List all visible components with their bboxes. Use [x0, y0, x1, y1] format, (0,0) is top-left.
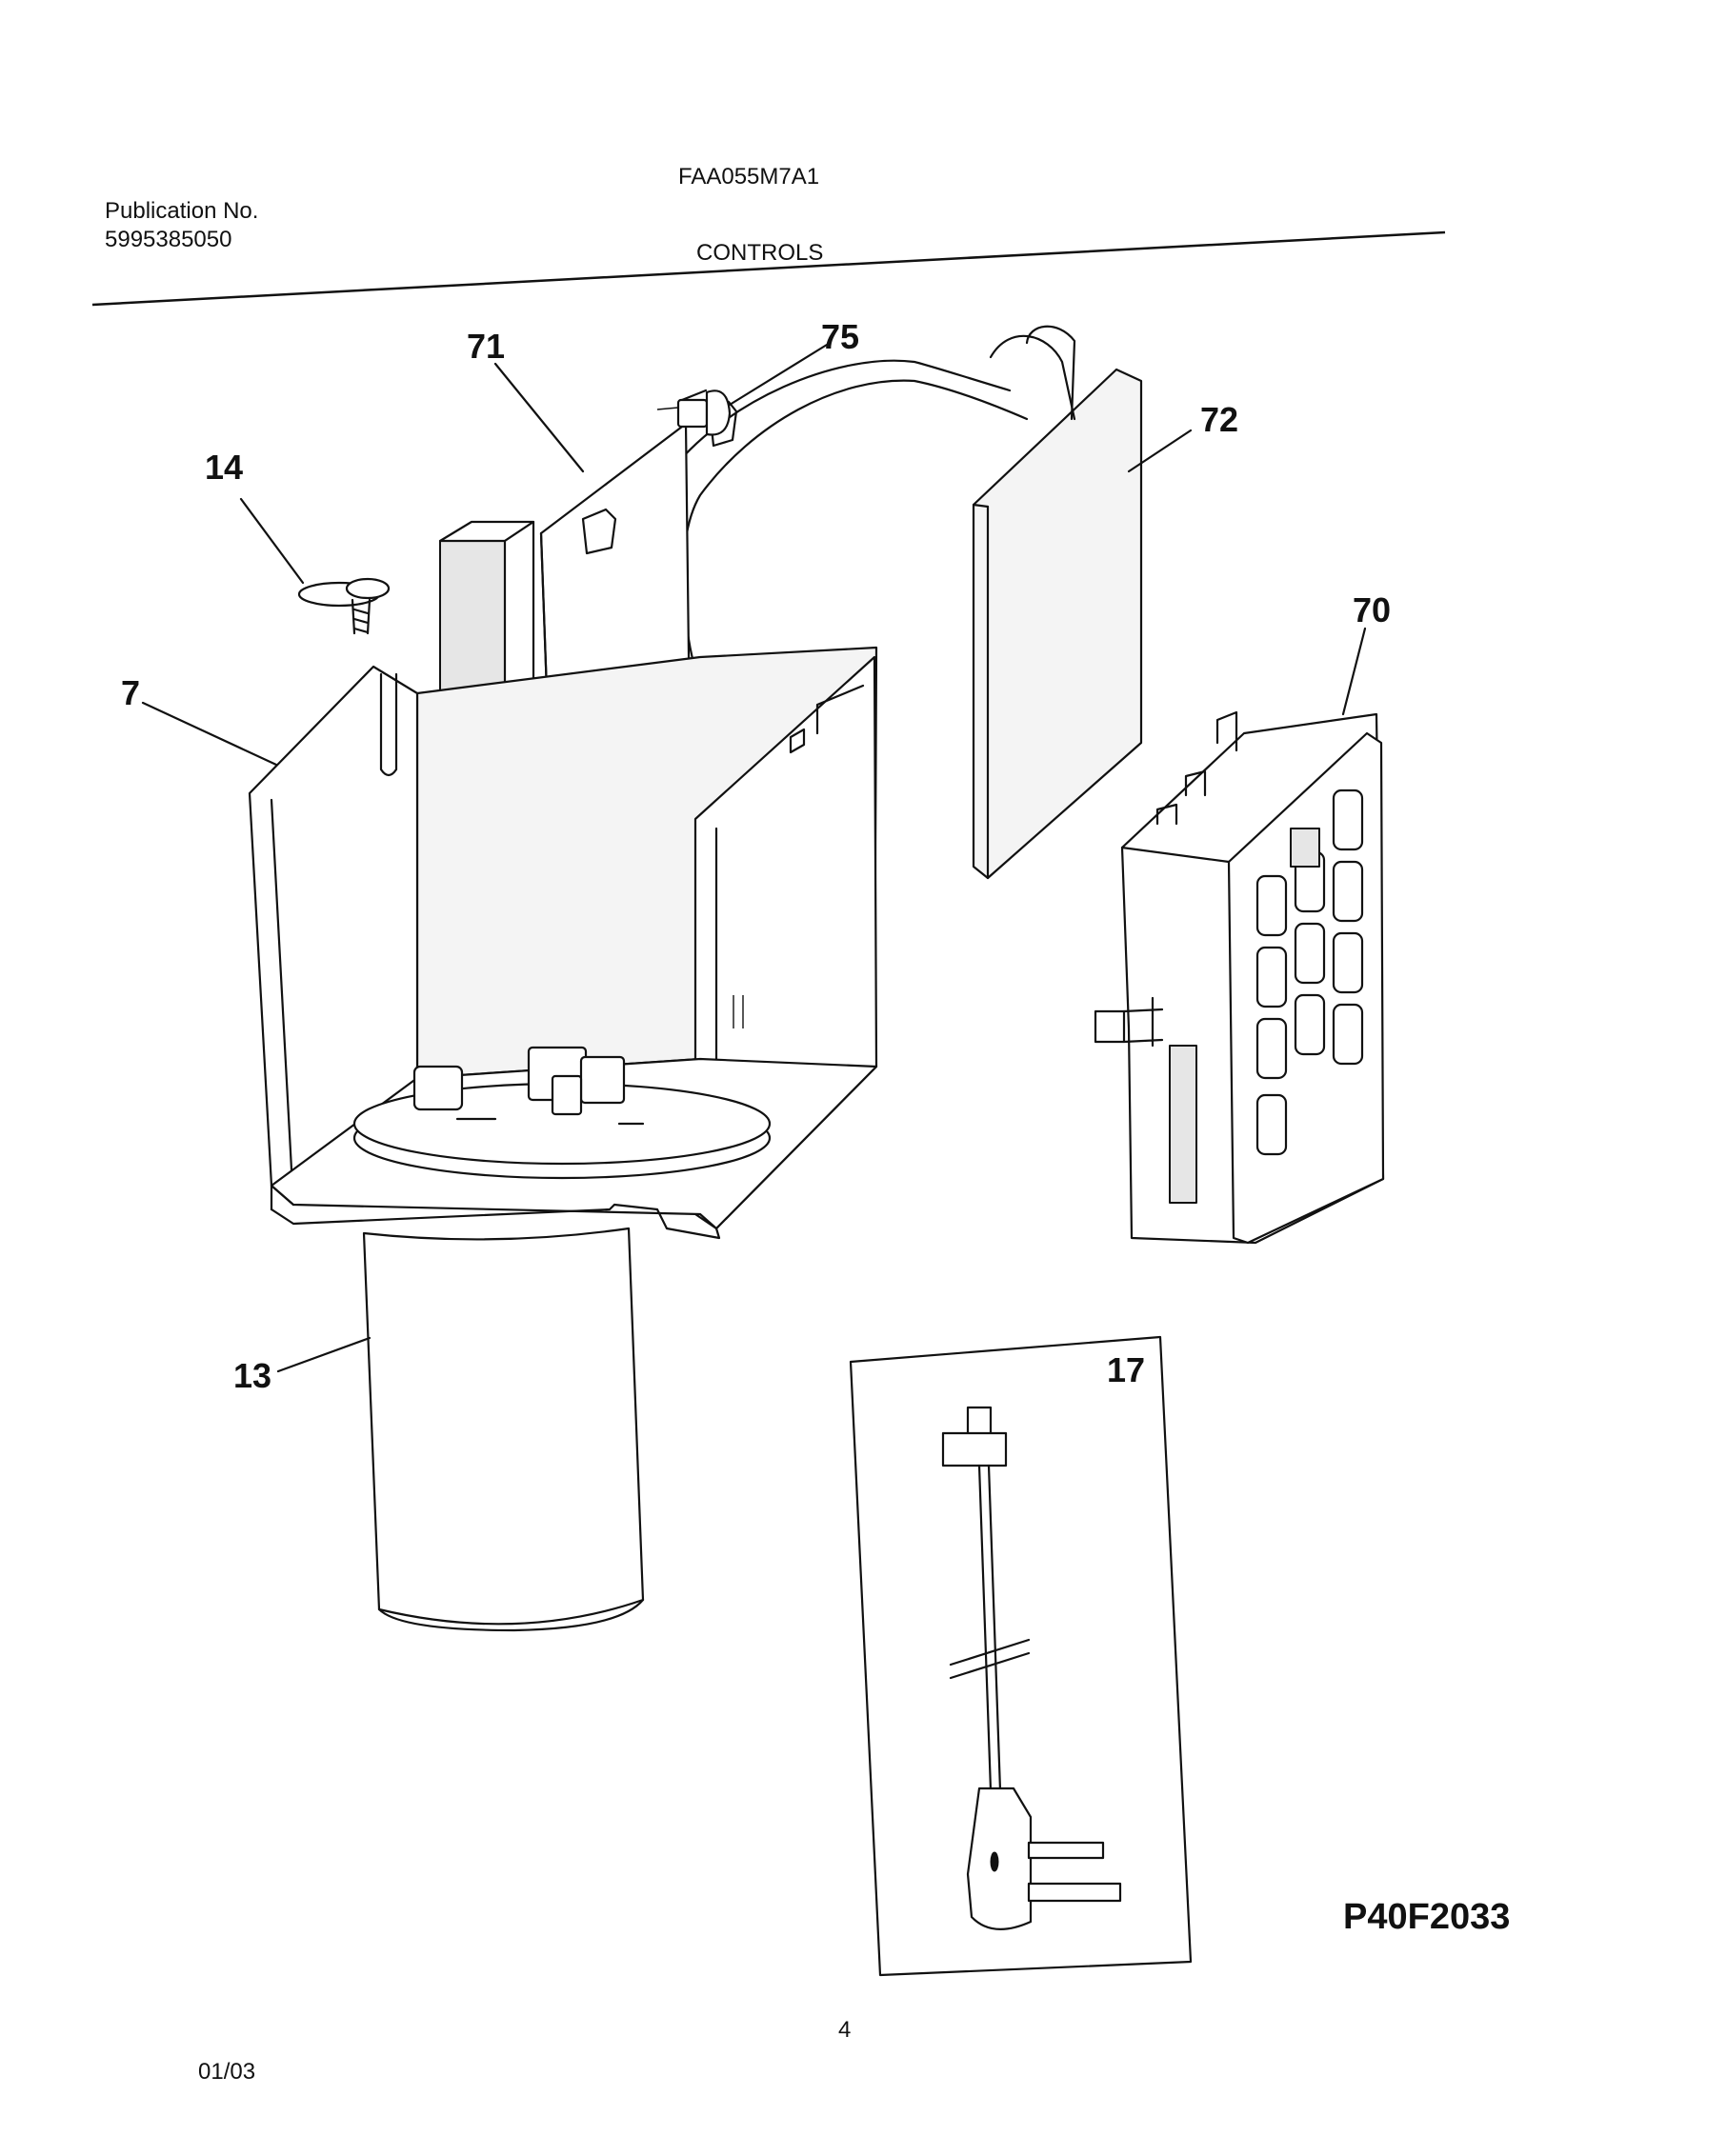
- page-number: 4: [838, 2017, 852, 2043]
- publication-number: 5995385050: [105, 227, 232, 252]
- publication-label: Publication No.: [105, 198, 259, 224]
- callout-17: 17: [1107, 1350, 1146, 1389]
- callout-14: 14: [205, 448, 244, 487]
- part-13-capacitor: [362, 1227, 645, 1632]
- part-72-board: [972, 368, 1143, 880]
- callout-72: 72: [1200, 400, 1239, 439]
- part-17-power-cord: [849, 1335, 1193, 1977]
- diagram-code: P40F2033: [1343, 1897, 1511, 1937]
- callout-13: 13: [233, 1356, 272, 1395]
- callout-7: 7: [121, 673, 141, 712]
- part-75-push-rivet: [656, 389, 732, 436]
- leader-lines: [141, 343, 1367, 1373]
- part-14-screw: [297, 577, 391, 635]
- header-rule: [91, 230, 1446, 307]
- section-title: CONTROLS: [696, 240, 824, 266]
- callout-71: 71: [467, 327, 506, 366]
- module-keypad: [1255, 789, 1364, 1156]
- capacitor-terminals: [352, 1046, 772, 1180]
- part-70-control-module: [1094, 710, 1385, 1245]
- model-number: FAA055M7A1: [678, 164, 820, 190]
- callout-75: 75: [821, 317, 860, 356]
- callout-70: 70: [1353, 590, 1392, 629]
- date-code: 01/03: [198, 2059, 256, 2085]
